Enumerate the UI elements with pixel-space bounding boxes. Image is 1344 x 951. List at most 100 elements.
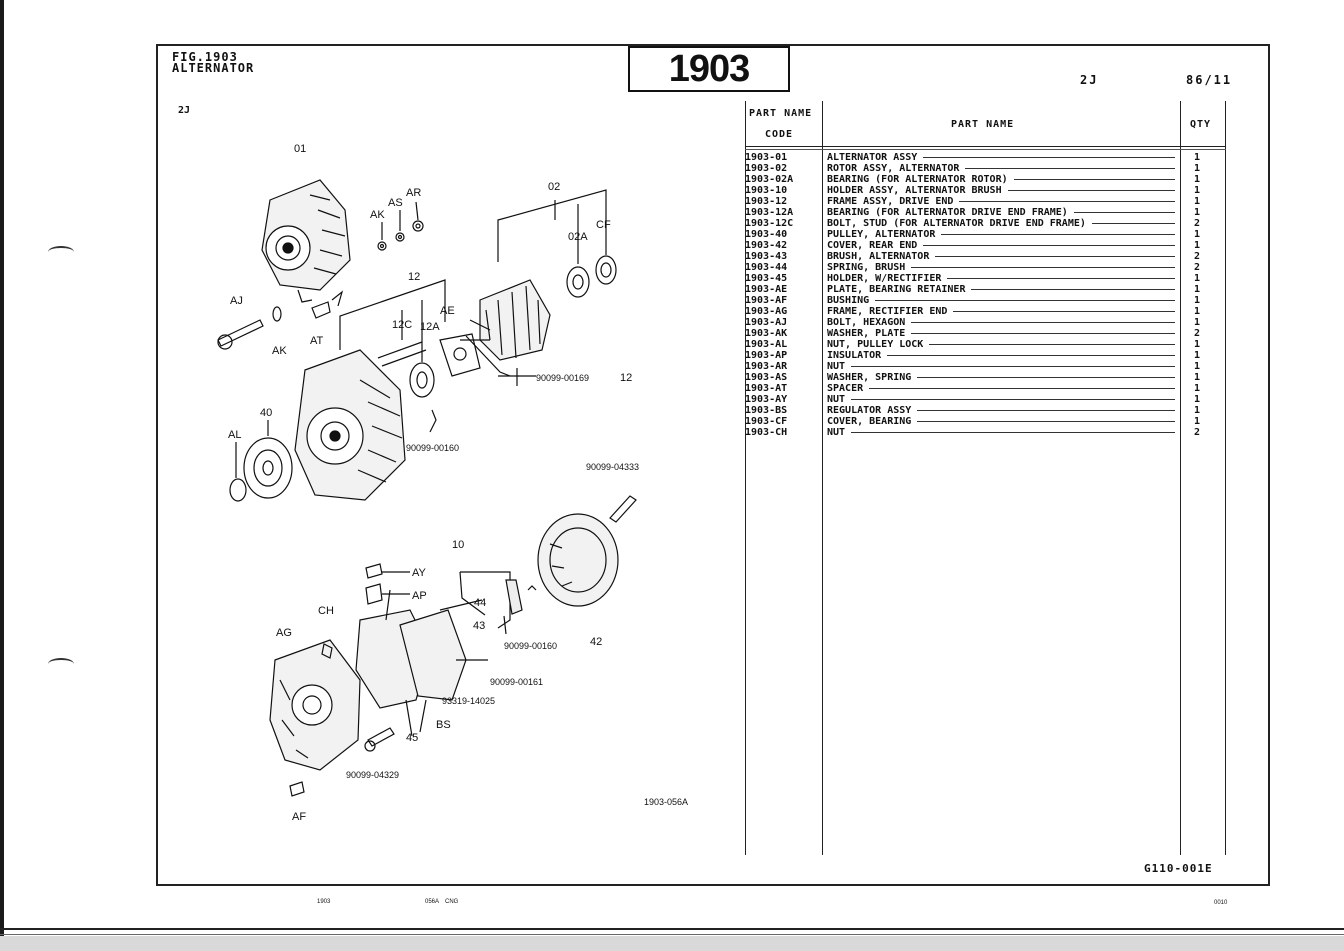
leader-line xyxy=(1013,179,1175,180)
label-44: 44 xyxy=(474,597,486,609)
leader-line xyxy=(911,322,1175,323)
table-divider-qty xyxy=(1180,101,1181,855)
table-row: 1903-12A BEARING (FOR ALTERNATOR DRIVE EN… xyxy=(745,207,1226,218)
label-af: AF xyxy=(292,811,306,823)
exploded-parts-diagram: 01 02 02A CF AR AS AK AJ AK AT 12 12C 12… xyxy=(217,143,639,823)
part-qty: 1 xyxy=(1193,339,1201,350)
part-code: 1903-AS xyxy=(745,372,788,383)
part-name: NUT, PULLEY LOCK xyxy=(827,339,1179,350)
part-code: 1903-AY xyxy=(745,394,788,405)
part-name: REGULATOR ASSY xyxy=(827,405,1179,416)
part-name: SPACER xyxy=(827,383,1179,394)
rear-cover-drawing xyxy=(537,513,619,607)
part-name-text: NUT, PULLEY LOCK xyxy=(827,339,924,350)
part-name-text: HOLDER ASSY, ALTERNATOR BRUSH xyxy=(827,185,1002,196)
label-12-ref: 12 xyxy=(620,372,632,384)
part-qty: 1 xyxy=(1193,185,1201,196)
part-qty: 2 xyxy=(1193,427,1201,438)
label-al: AL xyxy=(228,429,241,441)
part-code: 1903-40 xyxy=(745,229,788,240)
part-name: INSULATOR xyxy=(827,350,1179,361)
part-name-text: BUSHING xyxy=(827,295,870,306)
part-code: 1903-12C xyxy=(745,218,794,229)
part-qty: 2 xyxy=(1193,218,1201,229)
callout-labels: 01 02 02A CF AR AS AK AJ AK AT 12 12C 12… xyxy=(228,143,639,823)
label-02a: 02A xyxy=(568,231,588,243)
part-name-text: NUT xyxy=(827,361,846,372)
part-name-text: WASHER, PLATE xyxy=(827,328,906,339)
label-02: 02 xyxy=(548,181,560,193)
part-qty: 1 xyxy=(1193,273,1201,284)
figure-number: FIG.1903 xyxy=(172,50,238,64)
leader-line xyxy=(851,366,1175,367)
part-code: 1903-02 xyxy=(745,163,788,174)
table-divider-code xyxy=(822,101,823,855)
part-name-text: BEARING (FOR ALTERNATOR DRIVE END FRAME) xyxy=(827,207,1068,218)
part-name-text: COVER, REAR END xyxy=(827,240,918,251)
part-qty: 1 xyxy=(1193,207,1201,218)
page-bottom-rule xyxy=(0,928,1344,930)
part-code: 1903-AG xyxy=(745,306,788,317)
part-code: 1903-12A xyxy=(745,207,794,218)
part-qty: 1 xyxy=(1193,416,1201,427)
header-model: 2J xyxy=(1080,73,1099,87)
binder-hole-mark xyxy=(48,246,74,258)
part-qty: 1 xyxy=(1193,284,1201,295)
footer-small-text: CNG xyxy=(445,899,459,905)
label-45: 45 xyxy=(406,732,418,744)
leader-line xyxy=(917,377,1175,378)
part-code: 1903-AE xyxy=(745,284,788,295)
part-qty: 1 xyxy=(1193,229,1201,240)
col-header-qty: QTY xyxy=(1190,119,1212,130)
leader-line xyxy=(911,333,1175,334)
leader-line xyxy=(929,344,1175,345)
alternator-assy-drawing xyxy=(261,179,351,303)
part-name: WASHER, SPRING xyxy=(827,372,1179,383)
leader-line xyxy=(947,278,1175,279)
part-qty: 2 xyxy=(1193,251,1201,262)
label-90099-00161: 90099-00161 xyxy=(490,677,543,687)
leader-line xyxy=(971,289,1175,290)
binder-hole-mark xyxy=(48,658,74,670)
part-qty: 2 xyxy=(1193,328,1201,339)
leader-line xyxy=(917,421,1175,422)
part-name: BUSHING xyxy=(827,295,1179,306)
part-name-text: HOLDER, W/RECTIFIER xyxy=(827,273,942,284)
part-name: COVER, BEARING xyxy=(827,416,1179,427)
part-name: NUT xyxy=(827,361,1179,372)
part-code: 1903-42 xyxy=(745,240,788,251)
table-row: 1903-CH NUT 2 xyxy=(745,427,1226,438)
label-10: 10 xyxy=(452,539,464,551)
label-ag: AG xyxy=(276,627,292,639)
part-name: HOLDER, W/RECTIFIER xyxy=(827,273,1179,284)
label-aj: AJ xyxy=(230,295,243,307)
footer-small-text: 0010 xyxy=(1214,900,1228,906)
part-name: BEARING (FOR ALTERNATOR ROTOR) xyxy=(827,174,1179,185)
part-name-text: NUT xyxy=(827,427,846,438)
drive-end-frame-drawing xyxy=(294,349,406,501)
part-name: NUT xyxy=(827,427,1179,438)
part-code: 1903-02A xyxy=(745,174,794,185)
leader-line xyxy=(875,300,1175,301)
part-code: 1903-43 xyxy=(745,251,788,262)
diagram-model: 2J xyxy=(178,105,191,116)
part-qty: 1 xyxy=(1193,405,1201,416)
page-bottom-rule xyxy=(0,934,1344,935)
part-qty: 1 xyxy=(1193,317,1201,328)
part-code: 1903-CH xyxy=(745,427,788,438)
part-name: BOLT, HEXAGON xyxy=(827,317,1179,328)
part-qty: 1 xyxy=(1193,394,1201,405)
leader-line xyxy=(917,410,1175,411)
label-90099-00160-b: 90099-00160 xyxy=(504,641,557,651)
